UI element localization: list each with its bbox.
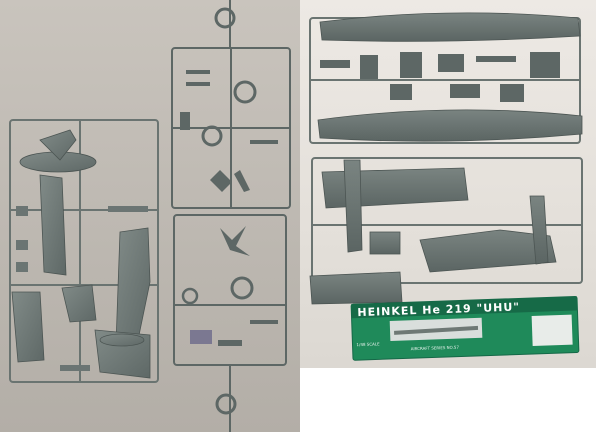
- wing-part-bottom: [309, 159, 557, 305]
- kit-box-subtitle: AIRCRAFT SERIES NO.57: [411, 345, 460, 352]
- kit-box-top-band: [351, 296, 578, 319]
- small-parts-upper: [180, 7, 278, 192]
- sprue-photo-left: [0, 0, 300, 432]
- small-parts-top: [320, 52, 560, 102]
- sprue-frame-lower: [173, 214, 287, 432]
- small-parts-lower: [181, 226, 278, 415]
- sprue-drawing-right: HEINKEL He 219 "UHU" 1/48 SCALE AIRCRAFT…: [309, 12, 583, 361]
- sprue-drawing-left: [9, 0, 291, 432]
- kit-box-side-panel: [531, 314, 573, 346]
- sprue-photo-right: HEINKEL He 219 "UHU" 1/48 SCALE AIRCRAFT…: [300, 0, 596, 368]
- kit-box-scale: 1/48 SCALE: [356, 341, 380, 347]
- kit-box: HEINKEL He 219 "UHU" 1/48 SCALE AIRCRAFT…: [350, 295, 580, 361]
- small-parts: [16, 206, 148, 371]
- fuselage-part: [19, 129, 97, 276]
- fuselage-part-top: [317, 12, 583, 142]
- kit-box-title: HEINKEL He 219 "UHU": [357, 300, 520, 319]
- wing-part: [11, 227, 151, 379]
- sprue-frame-upper: [171, 0, 291, 209]
